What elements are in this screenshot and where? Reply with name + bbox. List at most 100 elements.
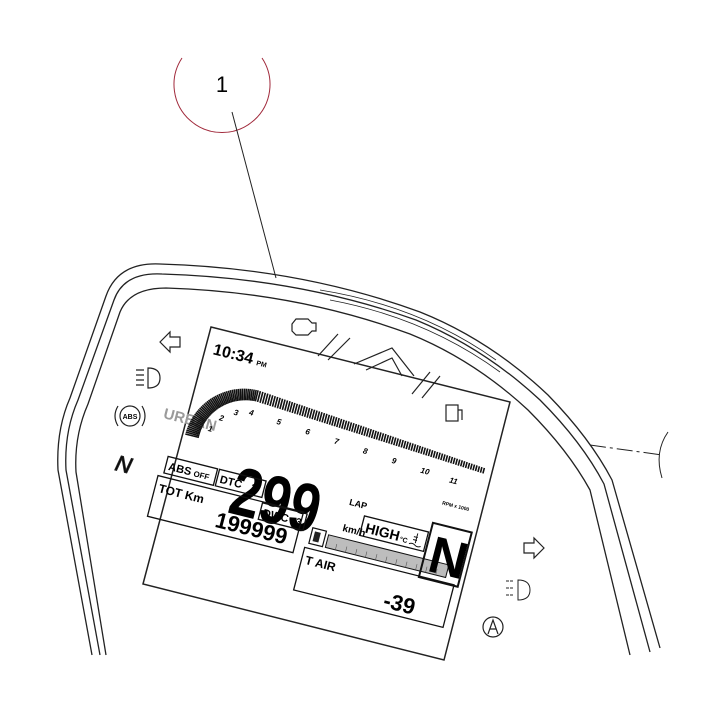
rpm-bar-segment xyxy=(355,424,360,434)
rpm-bar-segment xyxy=(445,455,449,462)
rpm-bar-segment xyxy=(196,410,208,420)
rpm-bar-segment xyxy=(373,430,377,440)
rpm-bar-segment xyxy=(291,402,296,414)
rpm-bar-segment xyxy=(191,416,205,426)
abs-label: ABS xyxy=(167,461,193,478)
rpm-bar-segment xyxy=(214,395,222,408)
rpm-bar-segment xyxy=(186,427,201,434)
rpm-bar-segment xyxy=(229,390,234,403)
rpm-bar-segment xyxy=(246,388,250,401)
rpm-bar-segment xyxy=(186,429,200,436)
rpm-bar-segment xyxy=(194,413,206,423)
rpm-bar-segment xyxy=(459,460,464,467)
fuel-gauge-tick xyxy=(335,544,338,550)
rpm-bar-segment xyxy=(348,422,353,432)
rpm-bar-segment xyxy=(464,461,468,469)
rpm-tick-label: 1 xyxy=(207,424,214,434)
rpm-bar-segment xyxy=(276,397,281,409)
rpm-bar-segment xyxy=(449,456,454,464)
rpm-bar-segment xyxy=(397,439,402,447)
neutral-icon: N xyxy=(113,450,135,478)
rpm-bar-segment xyxy=(417,445,422,454)
rpm-bar-segment xyxy=(340,419,345,429)
rpm-bar-segment xyxy=(482,467,486,474)
rpm-bar-segment xyxy=(189,422,203,430)
center-line xyxy=(589,444,663,456)
dwc-value: 3 xyxy=(294,517,303,529)
fuel-gauge-tick xyxy=(415,564,418,571)
rpm-bar-segment xyxy=(187,425,201,433)
rpm-bar-segment xyxy=(316,411,321,421)
rpm-bar-segment xyxy=(201,404,212,416)
rpm-bar-segment xyxy=(189,420,203,428)
fuel-gauge-tick xyxy=(425,566,428,573)
rpm-bar-segment xyxy=(216,394,224,407)
rpm-bar-segment xyxy=(204,402,215,413)
rpm-bar-segment xyxy=(358,425,363,435)
rpm-bar-segment xyxy=(274,396,279,408)
rpm-bar-segment xyxy=(241,388,244,401)
rpm-bar-segment xyxy=(296,404,301,415)
rpm-bar-segment xyxy=(221,392,228,405)
rpm-bar-segment xyxy=(452,457,456,465)
callout-number: 1 xyxy=(216,72,228,97)
rpm-bar-segment xyxy=(457,459,461,466)
coolant-temp-icon xyxy=(408,533,421,548)
rpm-bar-segment xyxy=(256,390,262,403)
rpm-bar-segment xyxy=(415,444,419,453)
rpm-bar-graph xyxy=(185,388,486,474)
rpm-bar-segment xyxy=(261,392,267,404)
rpm-bar-segment xyxy=(368,428,372,438)
fuel-gauge-icon-box xyxy=(308,527,328,548)
callout-circle xyxy=(173,57,271,134)
rpm-bar-segment xyxy=(231,389,236,402)
rpm-bar-segment xyxy=(440,453,444,461)
rpm-unit: RPM x 1000 xyxy=(441,501,470,514)
lap-label: LAP xyxy=(348,497,368,511)
rpm-bar-segment xyxy=(249,389,253,401)
svg-text:ABS: ABS xyxy=(123,414,138,421)
rpm-bar-segment xyxy=(243,388,246,401)
rpm-bar-segment xyxy=(311,409,316,420)
rpm-bar-segment xyxy=(190,418,204,427)
fuel-gauge-tick xyxy=(395,559,398,566)
rpm-bar-segment xyxy=(336,417,340,428)
rpm-bar-segment xyxy=(266,394,272,406)
fuel-gauge-tick xyxy=(365,551,368,558)
rpm-bar-segment xyxy=(197,408,209,419)
rpm-bar-segment xyxy=(293,403,299,414)
rpm-bar-segment xyxy=(385,434,390,443)
rpm-bar-segment xyxy=(425,448,429,456)
air-temp-box xyxy=(292,546,455,629)
engine-temp-unit: °C xyxy=(399,535,409,545)
rpm-bar-segment xyxy=(360,426,365,436)
fuel-icon xyxy=(445,404,463,422)
rpm-bar-segment xyxy=(237,388,241,401)
rpm-bar-segment xyxy=(363,427,368,436)
rpm-bar-segment xyxy=(269,395,274,407)
rpm-bar-segment xyxy=(254,390,259,402)
fuel-gauge-ticks xyxy=(335,544,438,576)
rpm-bar-segment xyxy=(365,428,370,437)
rpm-bar-segment xyxy=(469,463,473,470)
clock-time: 10:34 xyxy=(211,342,255,368)
engine-temp-box xyxy=(358,515,430,553)
rpm-bar-segment xyxy=(318,412,323,422)
rpm-tick-label: 8 xyxy=(362,446,369,456)
rpm-bar-segment xyxy=(405,441,409,450)
rpm-bar-segment xyxy=(199,407,210,418)
rpm-bar-segment xyxy=(393,437,397,446)
rpm-bar-segment xyxy=(420,446,424,454)
rpm-bar-segment xyxy=(345,421,350,431)
rpm-bar-segment xyxy=(462,460,466,468)
rpm-bar-segment xyxy=(422,447,427,455)
fuel-gauge-tick xyxy=(345,546,348,553)
dtc-box xyxy=(214,468,267,499)
rpm-bar-segment xyxy=(284,400,289,411)
rpm-bar-segment xyxy=(375,431,380,440)
rpm-bar-segment xyxy=(395,438,399,447)
rpm-bar-segment xyxy=(211,397,220,409)
rpm-bar-segment xyxy=(333,417,338,427)
